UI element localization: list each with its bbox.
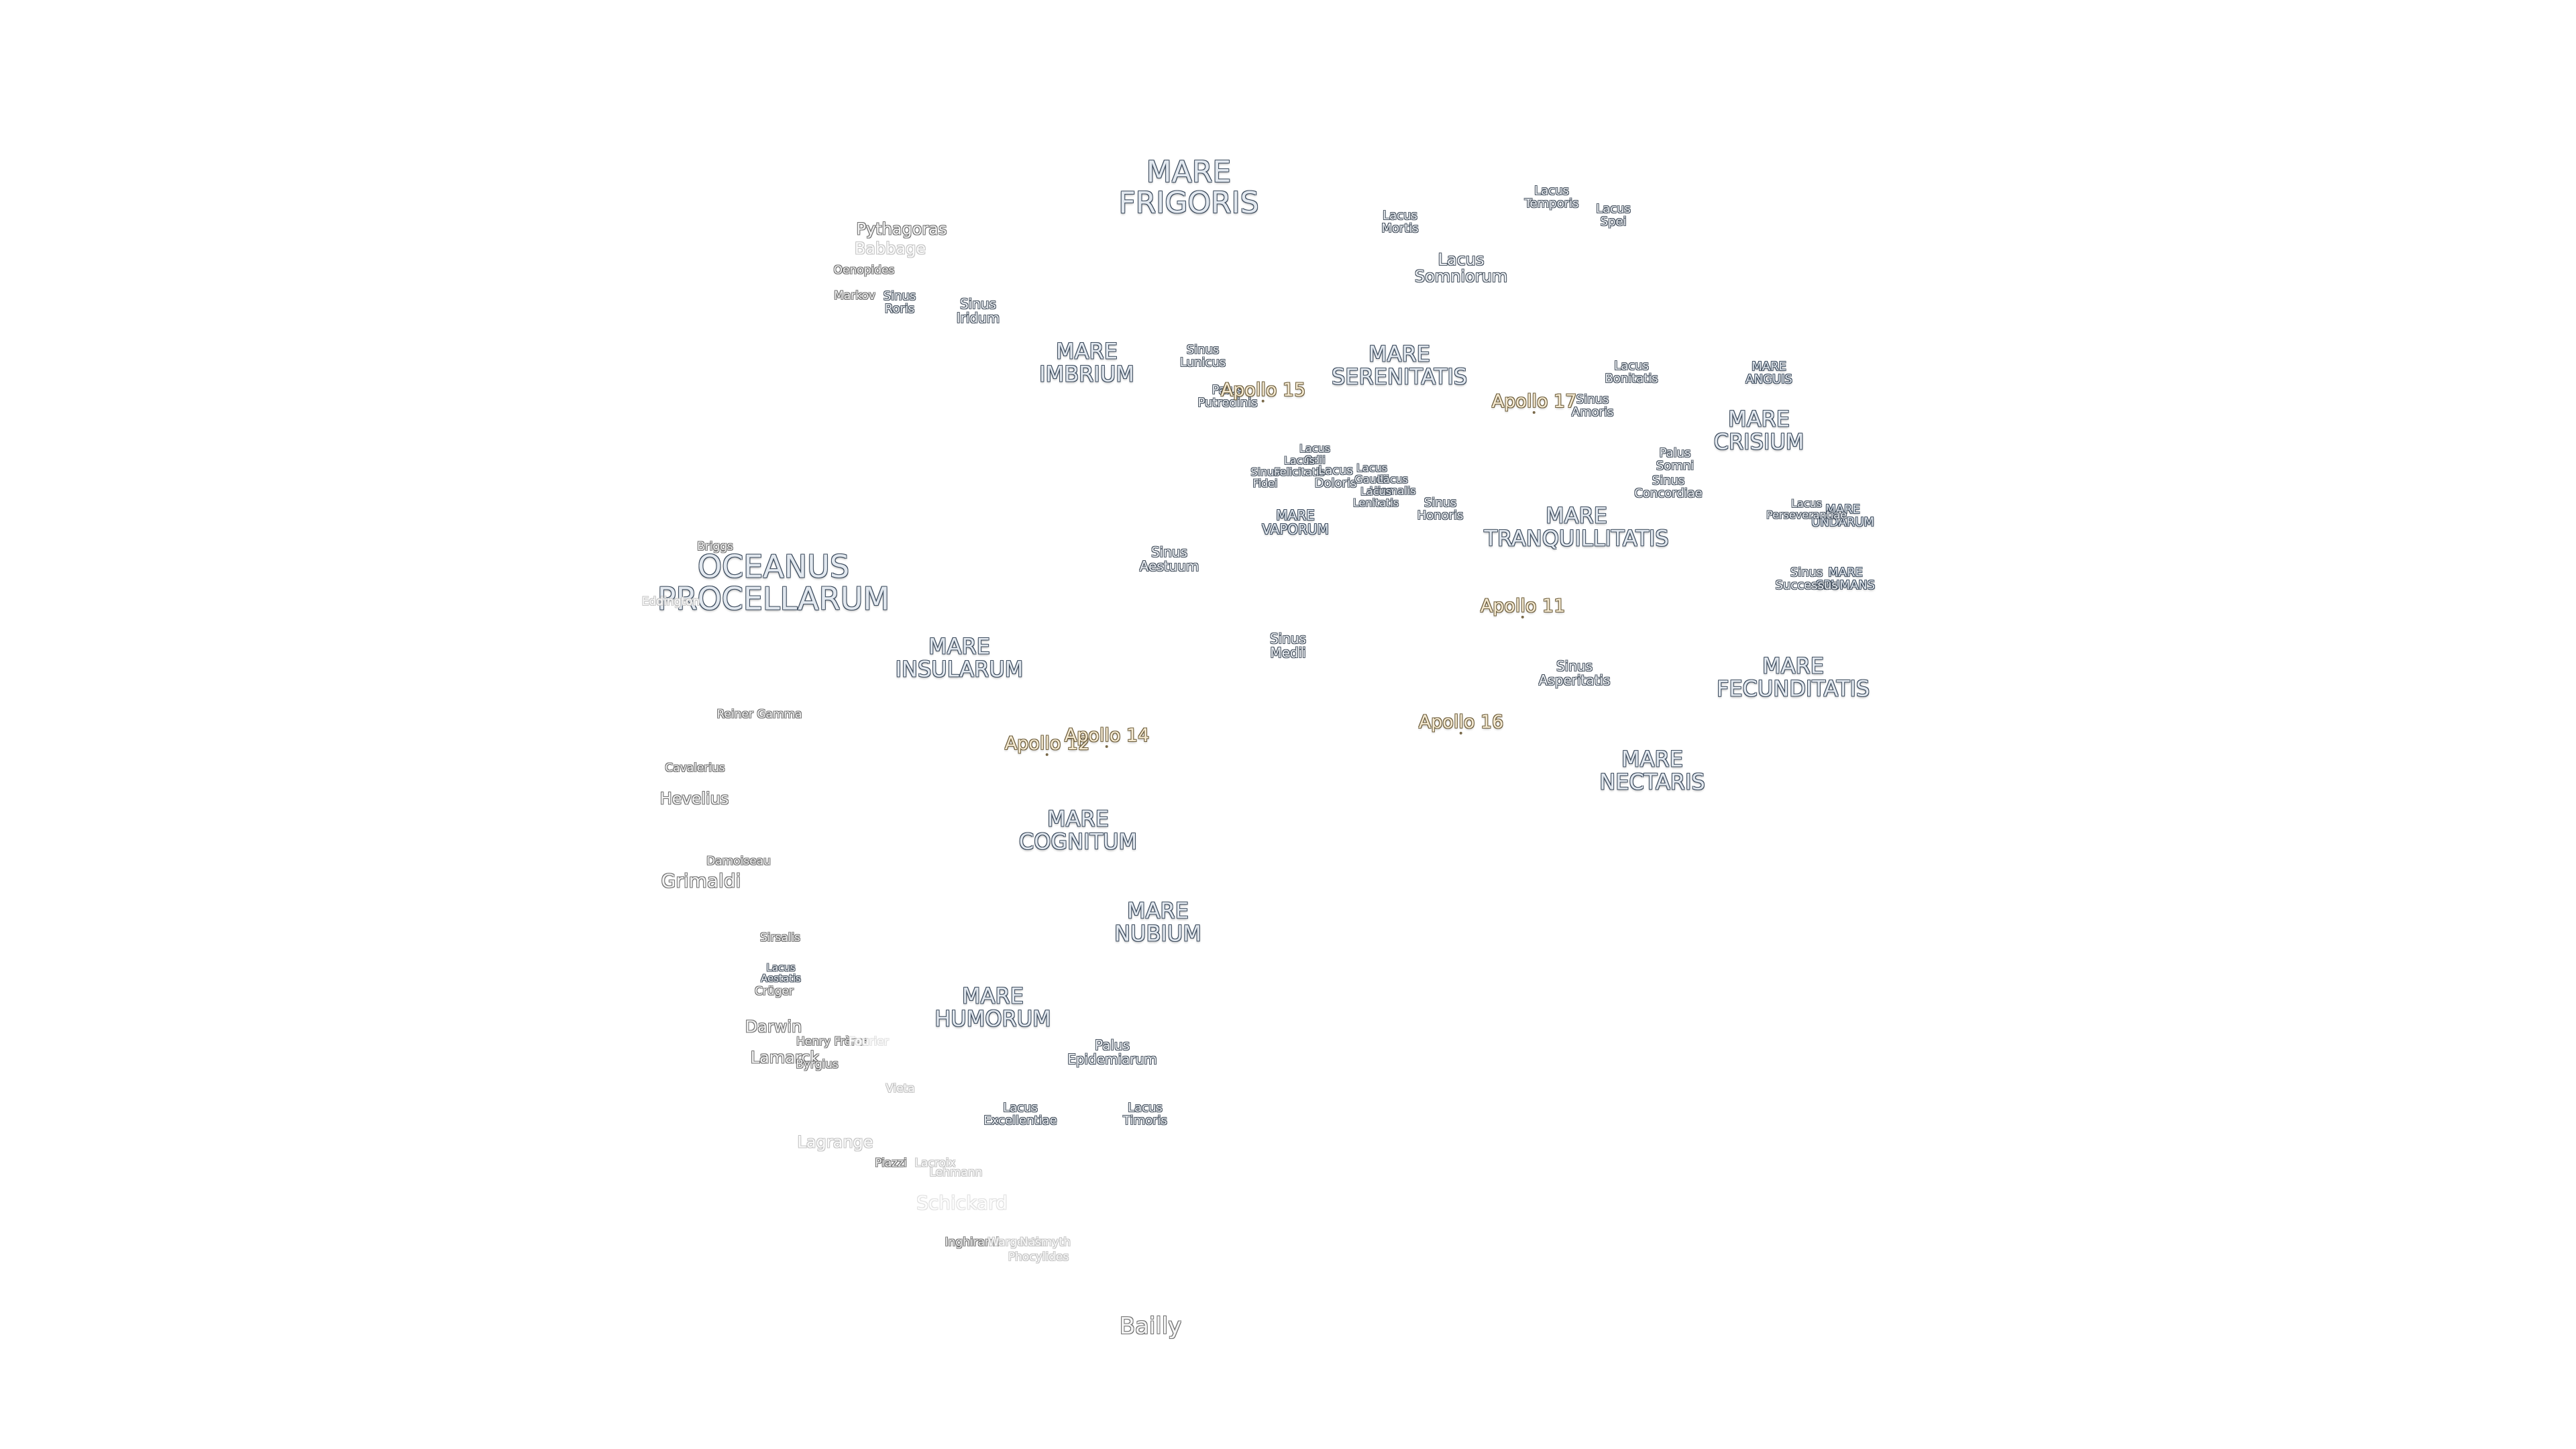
label-lacus-temporis: Lacus Temporis <box>1524 184 1579 211</box>
label-mare-frigoris: MARE FRIGORIS <box>1118 154 1259 220</box>
label-crater-oenopides: Oenopides <box>833 264 895 278</box>
label-crater-eddington: Eddington <box>641 595 700 609</box>
label-sinus-fidei: Sinus Fidei <box>1250 466 1280 490</box>
label-lacus-hiemalis: Lacus Hiemalis <box>1369 473 1416 497</box>
label-crater-phocylides: Phocylides <box>1008 1250 1069 1265</box>
label-lacus-aestatis: Lacus Aestatis <box>761 961 801 984</box>
label-crater-sirsalis: Sirsalis <box>759 931 801 945</box>
label-lacus-bonitatis: Lacus Bonitatis <box>1605 359 1658 386</box>
label-crater-fourier: Fourier <box>849 1035 889 1049</box>
label-lacus-felicitatis: Lacus Felicitatis <box>1274 454 1325 478</box>
label-apollo-17: Apollo 17 <box>1492 392 1576 415</box>
label-oceanus-procellarum: OCEANUS PROCELLARUM <box>657 548 890 617</box>
apollo-16-marker <box>1460 732 1462 735</box>
label-sinus-roris: Sinus Roris <box>883 289 916 316</box>
label-crater-pythagoras: Pythagoras <box>856 219 947 239</box>
label-apollo-16: Apollo 16 <box>1419 712 1503 735</box>
label-crater-darwin: Darwin <box>745 1017 802 1036</box>
label-crater-inghirami: Inghirami <box>945 1236 1000 1250</box>
label-crater-lehmann: Lehmann <box>929 1166 983 1180</box>
label-apollo-14: Apollo 14 <box>1065 726 1149 749</box>
label-apollo-15: Apollo 15 <box>1221 380 1305 403</box>
label-lacus-excellentiae: Lacus Excellentiae <box>983 1101 1057 1128</box>
label-crater-byrgius: Byrgius <box>796 1058 839 1072</box>
label-crater-markov: Markov <box>834 289 875 303</box>
label-sinus-iridum: Sinus Iridum <box>956 296 1000 326</box>
label-sinus-asperitatis: Sinus Asperitatis <box>1538 658 1611 688</box>
label-mare-spumans: MARE SPUMANS <box>1815 566 1876 592</box>
label-mare-tranquillitatis: MARE TRANQUILLITATIS <box>1484 502 1669 551</box>
label-crater-briggs: Briggs <box>697 540 733 554</box>
label-mare-vaporum: MARE VAPORUM <box>1262 507 1329 537</box>
label-sinus-honoris: Sinus Honoris <box>1417 496 1464 523</box>
label-crater-vieta: Vieta <box>885 1082 915 1096</box>
label-sinus-successus: Sinus Successus <box>1775 566 1838 592</box>
label-lacus-mortis: Lacus Mortis <box>1381 209 1419 235</box>
label-crater-hevelius: Hevelius <box>659 789 729 808</box>
label-lacus-perseverantiae: Lacus Perseverantiae <box>1766 497 1847 521</box>
apollo-15-marker <box>1262 400 1265 403</box>
label-sinus-concordiae: Sinus Concordiae <box>1634 474 1703 500</box>
label-sinus-medii: Sinus Medii <box>1269 631 1307 661</box>
label-mare-fecunditatis: MARE FECUNDITATIS <box>1716 653 1870 701</box>
apollo-14-marker <box>1106 745 1108 749</box>
label-crater-henry-freres: Henry Frères <box>796 1035 869 1049</box>
label-crater-cruger: Crüger <box>755 985 794 999</box>
label-lacus-gaudii: Lacus Gaudii <box>1354 462 1389 486</box>
label-lacus-doloris: Lacus Doloris <box>1314 464 1357 490</box>
label-lacus-odii: Lacus Odii <box>1299 442 1330 466</box>
label-mare-imbrium: MARE IMBRIUM <box>1039 338 1134 386</box>
label-palus-epidemiarum: Palus Epidemiarum <box>1067 1037 1157 1067</box>
label-crater-lagrange: Lagrange <box>797 1132 873 1152</box>
label-lacus-lenitatis: Lacus Lenitatis <box>1352 485 1399 509</box>
label-mare-cognitum: MARE COGNITUM <box>1018 806 1138 854</box>
label-palus-somni: Palus Somni <box>1656 446 1695 473</box>
label-lacus-timoris: Lacus Timoris <box>1123 1101 1167 1128</box>
label-lacus-spei: Lacus Spei <box>1596 202 1631 229</box>
label-sinus-amoris: Sinus Amoris <box>1571 392 1614 419</box>
label-crater-cavalerius: Cavalerius <box>665 761 725 775</box>
label-crater-lamarck: Lamarck <box>750 1048 820 1067</box>
label-apollo-11: Apollo 11 <box>1481 596 1565 619</box>
apollo-17-marker <box>1533 411 1536 415</box>
label-crater-reiner-gamma: Reiner Gamma <box>716 708 802 722</box>
label-crater-piazzi: Piazzi <box>875 1157 907 1171</box>
label-mare-humorum: MARE HUMORUM <box>934 983 1051 1031</box>
label-mare-nectaris: MARE NECTARIS <box>1599 746 1705 794</box>
label-mare-nubium: MARE NUBIUM <box>1114 898 1201 946</box>
label-mare-crisium: MARE CRISIUM <box>1713 406 1805 454</box>
label-sinus-aestuum: Sinus Aestuum <box>1139 544 1199 574</box>
label-palus-putredinis: Palus Putredinis <box>1197 383 1258 410</box>
label-mare-undarum: MARE UNDARUM <box>1811 502 1874 529</box>
apollo-12-marker <box>1046 753 1049 757</box>
label-crater-lacroix: Lacroix <box>914 1157 956 1171</box>
label-apollo-12: Apollo 12 <box>1005 734 1089 757</box>
label-crater-grimaldi: Grimaldi <box>661 869 741 892</box>
label-crater-bailly: Bailly <box>1119 1313 1182 1340</box>
label-crater-damoiseau: Damoiseau <box>706 855 771 869</box>
label-crater-babbage: Babbage <box>854 239 926 258</box>
label-mare-serenitatis: MARE SERENITATIS <box>1331 341 1468 389</box>
apollo-11-marker <box>1521 616 1524 619</box>
label-mare-insularum: MARE INSULARUM <box>895 633 1024 682</box>
label-mare-anguis: MARE ANGUIS <box>1746 360 1792 386</box>
label-crater-schickard: Schickard <box>916 1191 1008 1214</box>
label-crater-wargentin: Wargentin <box>987 1236 1046 1250</box>
label-sinus-lunicus: Sinus Lunicus <box>1179 343 1226 370</box>
label-lacus-somniorum: Lacus Somniorum <box>1414 250 1508 286</box>
label-crater-nasmyth: Nasmyth <box>1019 1236 1071 1250</box>
